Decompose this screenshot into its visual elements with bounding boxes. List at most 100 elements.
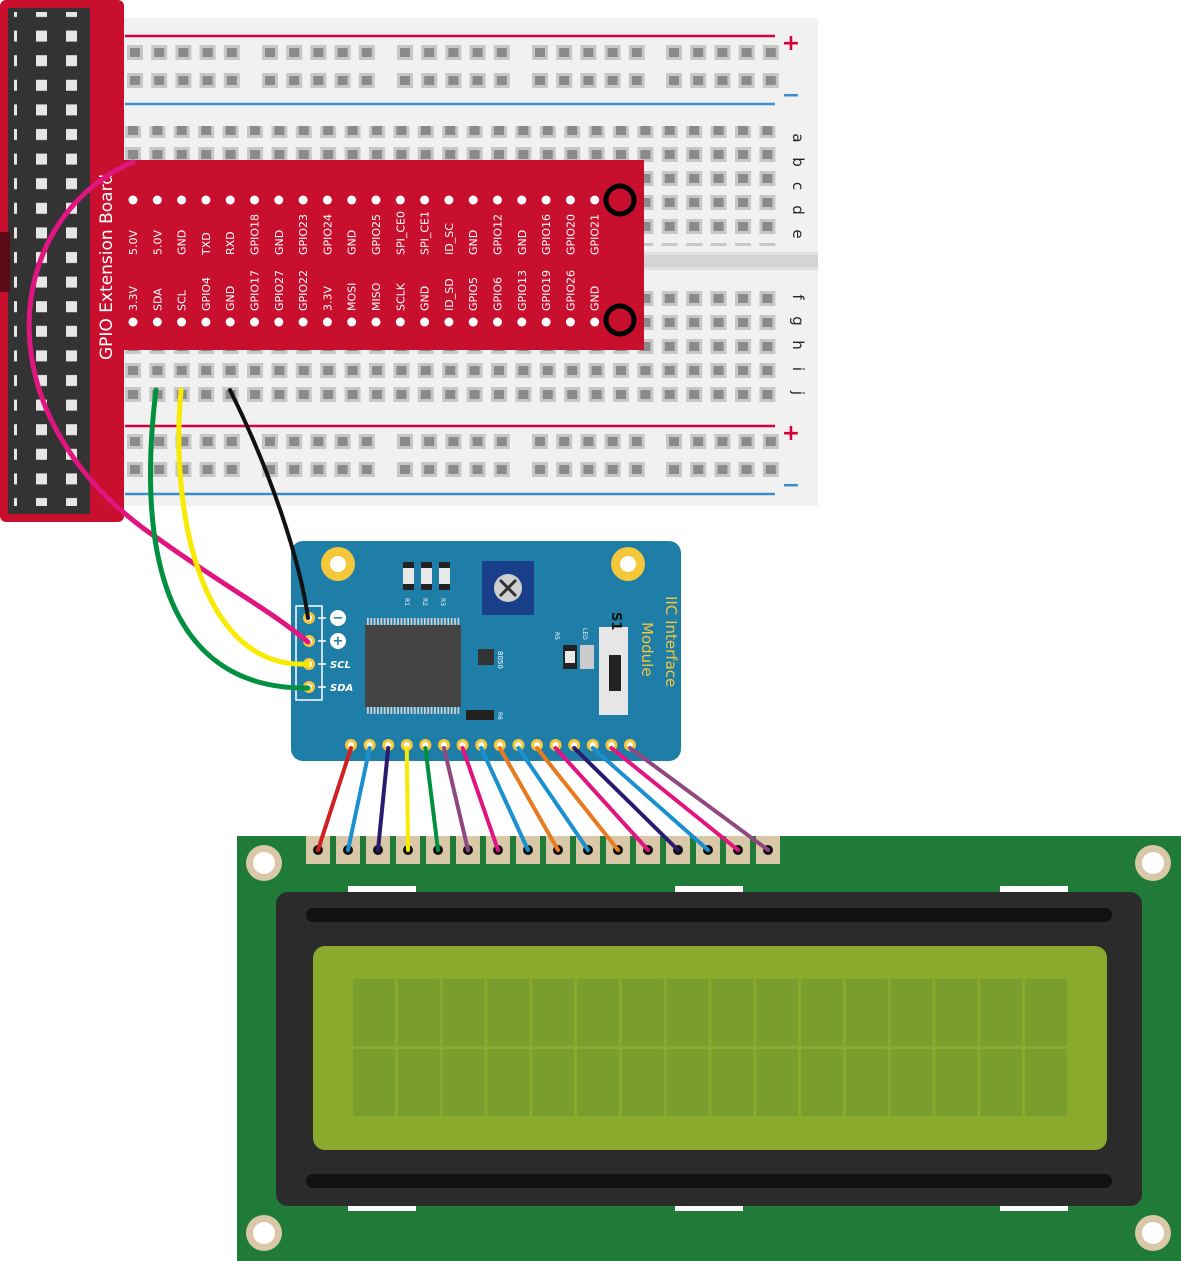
lcd-wire — [535, 746, 620, 852]
rail-minus-sign-bottom: − — [782, 473, 800, 498]
gpio-bottom-label: SCL — [176, 289, 189, 311]
gpio-pin — [420, 317, 430, 327]
lcd-char-cell — [666, 1049, 709, 1116]
lcd-char-cell — [980, 1049, 1023, 1116]
gpio-bottom-label: MOSI — [346, 283, 359, 311]
gpio-top-label: TXD — [200, 232, 213, 256]
mounting-hole-marker-lower — [603, 303, 637, 337]
rail-minus-sign: − — [782, 83, 800, 108]
gpio-bottom-label: GPIO27 — [273, 270, 286, 311]
gpio-bottom-label: 3.3V — [321, 286, 334, 311]
gpio-pin — [128, 195, 138, 205]
gpio-bottom-label: GND — [589, 286, 602, 311]
lcd-char-cell — [756, 1049, 799, 1116]
gpio-pin — [517, 195, 527, 205]
row-letter: f — [789, 294, 807, 300]
gpio-top-label: GPIO25 — [370, 214, 383, 255]
pin-symbol-circle — [330, 610, 346, 626]
gpio-top-label: RXD — [224, 231, 237, 255]
gpio-top-label: GPIO24 — [321, 214, 334, 255]
gpio-top-label: SPI_CE0 — [394, 211, 407, 255]
lcd-char-cell — [666, 979, 709, 1046]
gpio-pin — [541, 195, 551, 205]
gpio-pin — [493, 317, 502, 327]
gpio-pin — [201, 195, 211, 205]
row-letter: h — [789, 340, 807, 350]
lcd-char-cell — [935, 979, 978, 1046]
wire-yellow-scl — [176, 387, 311, 667]
gpio-pin — [541, 317, 551, 327]
gpio-pin — [468, 317, 478, 327]
gpio-pin — [493, 195, 502, 205]
lcd-char-cell — [442, 979, 485, 1046]
gpio-pin — [347, 317, 357, 327]
gpio-top-label: 5.0V — [151, 230, 164, 255]
lcd-char-cell — [890, 1049, 933, 1116]
lcd-char-cell — [1025, 979, 1067, 1046]
lcd-wire — [553, 746, 650, 852]
lcd-char-cell — [711, 979, 754, 1046]
gpio-top-label: GND — [273, 230, 286, 255]
gpio-pin — [128, 317, 138, 327]
gpio-bottom-label: GPIO5 — [467, 277, 480, 311]
ic-chip — [365, 625, 461, 707]
gpio-top-label: GPIO20 — [564, 214, 577, 255]
gpio-pin — [250, 317, 259, 327]
gpio-pin — [225, 195, 235, 205]
wires — [26, 159, 770, 852]
lcd-wire — [442, 746, 470, 852]
gpio-top-label: GND — [176, 230, 189, 255]
module-title-line2: Module — [638, 622, 656, 677]
led-label: LED — [581, 628, 588, 640]
gpio-pin — [250, 195, 259, 205]
gpio-pin — [371, 195, 381, 205]
mounting-hole-marker — [603, 183, 637, 217]
gpio-bottom-label: GND — [419, 286, 432, 311]
gpio-pin — [444, 195, 454, 205]
gpio-pin — [225, 317, 235, 327]
lcd-char-cell — [711, 1049, 754, 1116]
lcd-screen — [313, 946, 1107, 1150]
lcd-char-cell — [577, 979, 619, 1046]
lcd-char-cell — [621, 1049, 664, 1116]
gpio-pin — [468, 195, 478, 205]
lcd-wire — [460, 746, 500, 852]
gpio-pin — [420, 195, 430, 205]
lcd-wire — [516, 746, 590, 852]
lcd-wire — [497, 746, 560, 852]
lcd-wire — [590, 746, 710, 852]
lcd-char-cell — [532, 1049, 575, 1116]
gpio-board-title: GPIO Extension Board — [97, 174, 117, 360]
lcd-char-cell — [890, 979, 933, 1046]
gpio-bottom-label: GPIO6 — [492, 277, 505, 311]
gpio-bottom-label: 3.3V — [127, 286, 140, 311]
gpio-top-label: GND — [467, 230, 480, 255]
gpio-bottom-label: GPIO4 — [200, 277, 213, 311]
module-pin-label: + — [333, 634, 344, 649]
gpio-pin — [347, 195, 357, 205]
gpio-top-label: 5.0V — [127, 230, 140, 255]
row-letter: d — [789, 205, 807, 215]
wire-pink-vcc — [26, 159, 311, 645]
r6-label: R6 — [496, 712, 503, 720]
row-letter: c — [789, 182, 807, 190]
gpio-bottom-label: GND — [224, 286, 237, 311]
lcd-wire — [346, 746, 372, 852]
lcd-char-cell — [353, 1049, 395, 1116]
gpio-pin — [565, 195, 575, 205]
gpio-bottom-label: GPIO17 — [249, 270, 262, 311]
gpio-bottom-label: GPIO22 — [297, 270, 310, 311]
gpio-top-label: SPI_CE1 — [419, 211, 432, 255]
r5-label: R5 — [553, 632, 560, 640]
gpio-pin — [152, 317, 162, 327]
lcd-wire — [628, 746, 770, 852]
gpio-top-label: GPIO16 — [540, 214, 553, 255]
lcd-char-cell — [980, 979, 1023, 1046]
rail-plus-sign-bottom: + — [782, 421, 800, 446]
lcd-char-cell — [397, 1049, 440, 1116]
resistor-label: R3 — [439, 598, 446, 606]
switch-label: S1 — [608, 612, 623, 630]
lcd-char-cell — [532, 979, 575, 1046]
